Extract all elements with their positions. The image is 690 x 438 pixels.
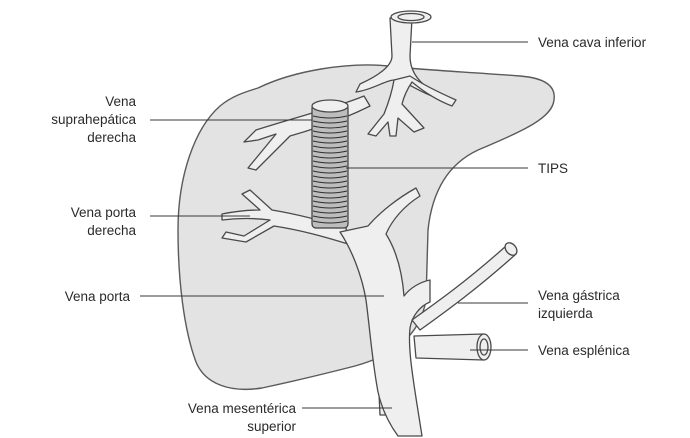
label-tips: TIPS — [538, 161, 568, 176]
label-porta-derecha-line1: Vena porta — [71, 205, 137, 220]
label-gastrica-line2: izquierda — [538, 306, 593, 321]
tips-stent — [312, 100, 348, 228]
label-vena-porta: Vena porta — [65, 289, 131, 304]
label-mesenterica-line1: Vena mesentérica — [188, 401, 297, 416]
label-suprahepatica-line2: suprahepática — [51, 112, 136, 127]
label-suprahepatica-line3: derecha — [87, 130, 136, 145]
label-vena-esplenica: Vena esplénica — [538, 343, 630, 358]
splenic-vein-end — [477, 334, 491, 360]
label-mesenterica-line2: superior — [247, 419, 296, 434]
label-suprahepatica-line1: Vena — [105, 94, 136, 109]
label-gastrica-line1: Vena gástrica — [538, 288, 620, 303]
label-vena-cava-inferior: Vena cava inferior — [538, 35, 647, 50]
splenic-vein — [414, 334, 484, 360]
inferior-vena-cava-top — [391, 11, 431, 23]
label-porta-derecha-line2: derecha — [87, 223, 136, 238]
